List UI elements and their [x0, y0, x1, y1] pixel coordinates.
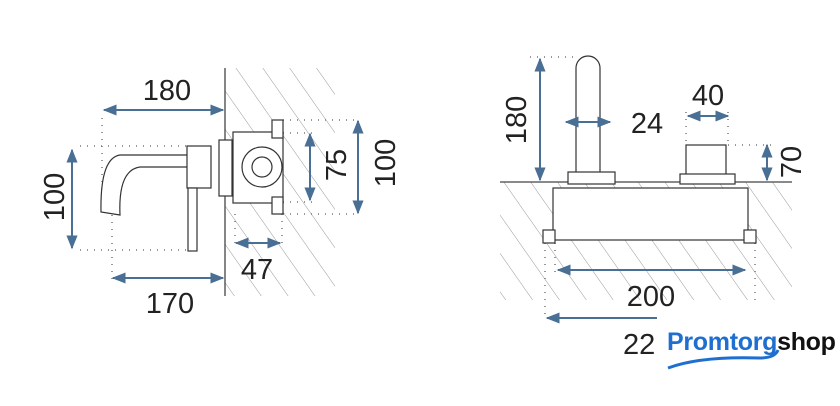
dim-24-label: 24: [631, 108, 663, 140]
logo-part1: Promtorg: [667, 328, 778, 356]
extension-lines-front: [530, 56, 775, 320]
logo-swoosh: [667, 349, 780, 370]
dim-180-front-label: 180: [501, 96, 533, 144]
dim-100-right-label: 100: [370, 139, 402, 187]
spout: [100, 154, 187, 216]
front-view: 180 24 40 70 200 22: [500, 55, 808, 361]
dim-170-label: 170: [146, 288, 194, 320]
dim-47-label: 47: [241, 254, 273, 286]
dimension-arrows-side: [66, 104, 364, 284]
extension-lines: [80, 118, 360, 280]
side-view: 180 170 100 75 100 47: [39, 68, 402, 320]
mount-tab-bottom: [271, 196, 284, 215]
faucet-side: [100, 119, 284, 252]
dimension-arrows-front: [534, 57, 773, 276]
dim-180-label: 180: [143, 75, 191, 107]
faucet-front: [542, 55, 757, 244]
lever: [187, 187, 198, 252]
promtorgshop-logo: Promtorgshop: [667, 328, 836, 357]
logo-backdrop: [658, 326, 840, 376]
valve-inner: [251, 156, 273, 178]
dim-70-label: 70: [776, 146, 808, 178]
dim-40-label: 40: [692, 80, 724, 112]
dim-overall-width-label: 22: [623, 329, 655, 361]
flange: [218, 139, 233, 197]
logo-part2: shop: [777, 328, 836, 356]
spout-tube: [575, 55, 601, 173]
dim-100-left-label: 100: [39, 173, 71, 221]
dim-200-label: 200: [627, 281, 675, 313]
dim-75-label: 75: [321, 149, 353, 181]
handle: [685, 144, 727, 176]
faucet-body: [186, 145, 212, 189]
spout-base: [567, 171, 616, 185]
mixer-box: [552, 187, 749, 241]
box-tab-right: [743, 229, 757, 244]
box-tab-left: [542, 229, 556, 244]
mount-tab-top: [271, 119, 284, 139]
handle-base: [679, 173, 736, 185]
